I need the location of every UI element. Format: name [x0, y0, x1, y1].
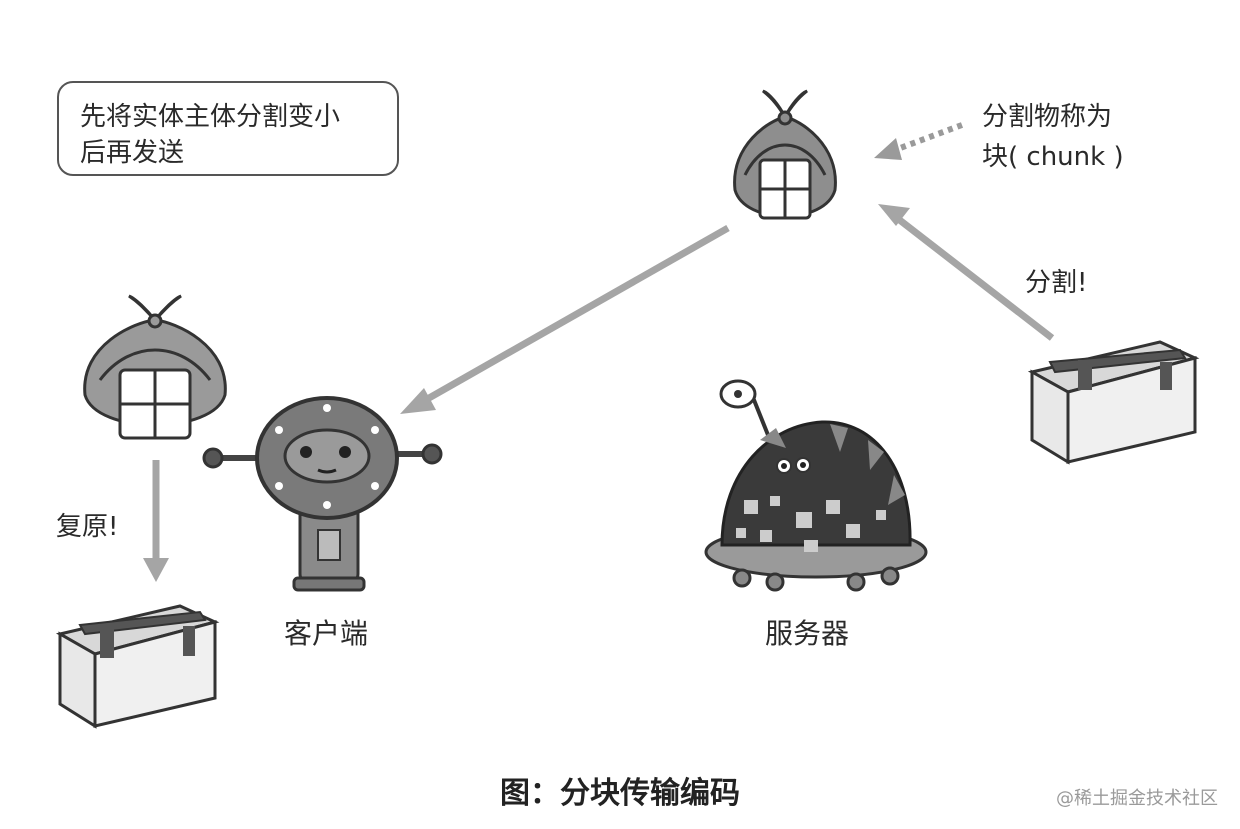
- note-box: [57, 81, 399, 176]
- restore-label: 复原!: [56, 512, 119, 542]
- chunk-label-line-1: 分割物称为: [982, 102, 1113, 132]
- chunk-label-line-2: 块( chunk ): [982, 142, 1124, 172]
- split-label: 分割!: [1025, 268, 1088, 298]
- restored-box-icon: [55, 604, 220, 729]
- note-line-2: 后再发送: [80, 138, 185, 168]
- arrow-chunk-to-client: [400, 224, 730, 414]
- watermark: @稀土掘金技术社区: [1056, 788, 1218, 809]
- package-box-icon: [1027, 340, 1200, 465]
- client-label: 客户端: [284, 617, 369, 650]
- note-line-1: 先将实体主体分割变小: [80, 102, 341, 132]
- arrow-restore-down: [143, 460, 169, 582]
- chunk-bundle-icon: [733, 89, 837, 220]
- figure-caption: 图：分块传输编码: [500, 776, 740, 811]
- arrow-box-to-chunk: [878, 204, 1055, 341]
- dotted-arrow-chunk-note: [874, 122, 964, 160]
- server-bug-icon: [704, 379, 928, 592]
- client-robot-icon: [202, 396, 443, 592]
- server-label: 服务器: [765, 617, 850, 650]
- restored-bundle-icon: [83, 294, 227, 440]
